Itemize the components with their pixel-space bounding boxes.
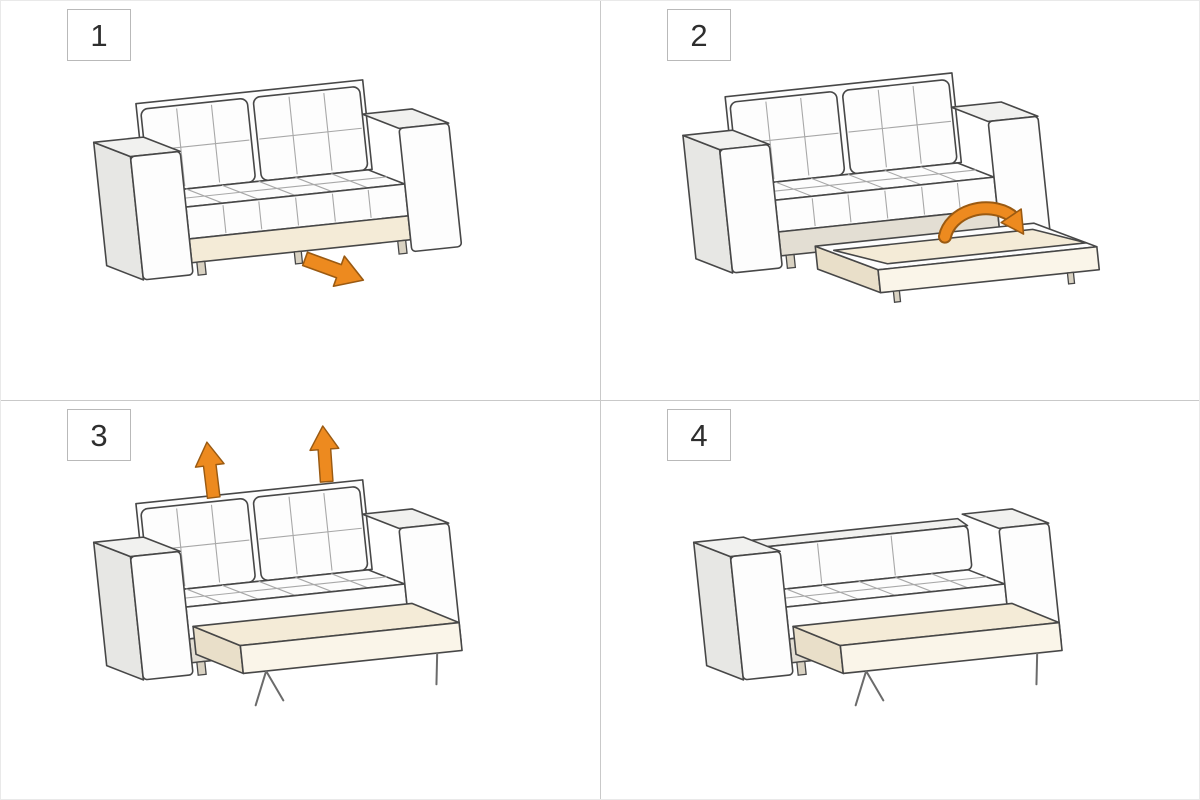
right-armrest xyxy=(361,108,463,253)
step-number: 4 xyxy=(690,417,708,453)
sofa-platform-open-sketch xyxy=(92,425,463,707)
low-backrest xyxy=(730,517,973,594)
step-1-illustration xyxy=(92,79,463,288)
panel-step-4: 4 xyxy=(601,401,1199,799)
step-number: 3 xyxy=(90,417,108,453)
step-number-box: 4 xyxy=(667,409,731,461)
pulled-out-drawer xyxy=(814,222,1101,303)
bed-platform xyxy=(192,602,463,707)
step-number: 2 xyxy=(690,17,708,53)
left-armrest xyxy=(682,129,783,274)
sofa-drawer-out-sketch xyxy=(682,72,1101,303)
lift-arrow-icon xyxy=(194,441,225,500)
panel-step-1: 1 xyxy=(1,1,601,401)
step-number: 1 xyxy=(90,17,108,53)
pull-out-arrow-icon xyxy=(301,251,365,288)
panel-step-3: 3 xyxy=(1,401,601,799)
step-4-illustration xyxy=(692,508,1063,707)
sofa-bed-ready-sketch xyxy=(692,508,1063,707)
sofa-closed-sketch xyxy=(92,79,463,288)
step-3-illustration xyxy=(92,425,463,707)
left-armrest xyxy=(92,536,194,681)
step-number-box: 2 xyxy=(667,9,731,61)
flip-arrow-icon xyxy=(937,201,1025,244)
panel-step-2: 2 xyxy=(601,1,1199,401)
sofa-legs xyxy=(196,239,408,276)
left-armrest xyxy=(692,536,794,681)
left-armrest xyxy=(92,136,194,281)
step-2-illustration xyxy=(682,72,1101,303)
horizontal-divider xyxy=(1,400,1199,401)
step-number-box: 3 xyxy=(67,409,131,461)
step-number-box: 1 xyxy=(67,9,131,61)
lift-arrow-icon xyxy=(309,425,340,483)
bed-platform xyxy=(792,602,1063,707)
